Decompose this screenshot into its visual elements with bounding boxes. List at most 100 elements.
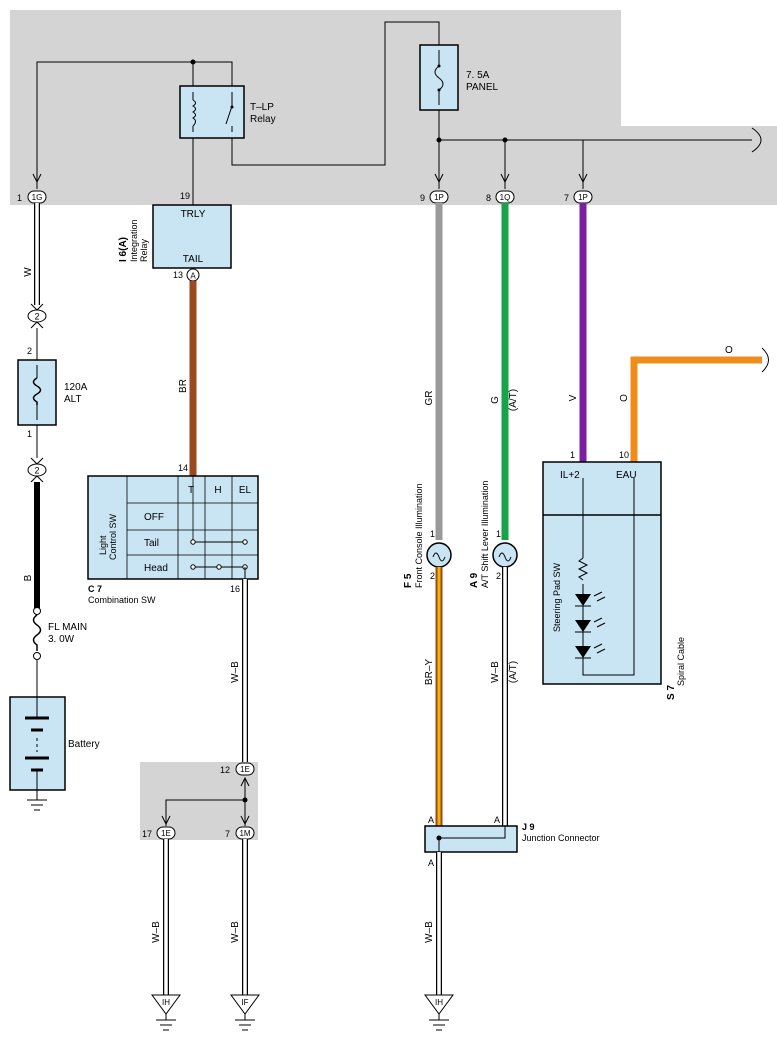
connector-1g: 1G 1 xyxy=(17,190,47,204)
panel-fuse xyxy=(419,44,459,111)
instrument-panel-junction-block xyxy=(10,10,777,205)
integration-relay-pin-top: 19 xyxy=(180,191,190,201)
combination-sw-row-head: Head xyxy=(144,563,168,574)
integration-relay-pin-bottom: 13 xyxy=(173,270,183,280)
arrow-icon xyxy=(32,173,42,184)
svg-text:7: 7 xyxy=(225,829,230,839)
arrow-icon xyxy=(161,815,171,826)
wire-label-wb1: W–B xyxy=(230,661,241,683)
junction-code: J 9 xyxy=(522,822,535,832)
svg-text:2: 2 xyxy=(34,312,39,322)
steering-pad-code: S 7 xyxy=(666,685,677,700)
steering-pad-name: Spiral Cable xyxy=(676,637,686,686)
relay-name: T–LP xyxy=(250,102,274,113)
fusible-link-name: FL MAIN xyxy=(48,622,87,633)
battery-label: Battery xyxy=(68,739,100,750)
wire-label-v: V xyxy=(568,394,579,401)
splice-2a: 2 xyxy=(27,303,47,329)
splice-dot xyxy=(436,137,442,143)
tlp-relay xyxy=(179,85,245,139)
arrow-icon xyxy=(240,815,250,826)
wire-label-b: B xyxy=(23,574,34,581)
combination-sw-inner2: Control SW xyxy=(108,513,118,560)
svg-text:A: A xyxy=(190,272,196,281)
svg-text:IF: IF xyxy=(241,998,248,1007)
arrow-icon xyxy=(434,173,444,184)
splice-dot xyxy=(502,137,508,143)
combination-sw-col-el: EL xyxy=(239,485,252,496)
splice-dot xyxy=(190,59,196,65)
ground-if: IF xyxy=(230,994,260,1031)
svg-text:12: 12 xyxy=(220,765,230,775)
shift-lever-code: A 9 xyxy=(469,572,480,588)
wire-break-mark xyxy=(761,347,769,373)
combination-sw-inner1: Light xyxy=(98,535,108,555)
connector-1e-left: 1E 17 xyxy=(142,826,176,840)
svg-text:IH: IH xyxy=(435,998,443,1007)
junction-pin-right: A xyxy=(494,815,500,825)
arrow-icon xyxy=(500,173,510,184)
front-console-pin1: 1 xyxy=(430,529,435,539)
front-console-pin2: 2 xyxy=(430,571,435,581)
steering-pad-inner: Steering Pad SW xyxy=(552,562,562,632)
junction-name: Junction Connector xyxy=(522,833,600,843)
junction-pin-left: A xyxy=(428,815,434,825)
wire-label-o2: O xyxy=(619,394,630,402)
connector-1p-v: 1P 7 xyxy=(564,190,593,204)
connector-1e-top: 1E 12 xyxy=(220,762,255,776)
svg-text:1E: 1E xyxy=(240,765,250,774)
ground-ih-left: IH xyxy=(151,994,181,1031)
front-console-bulb xyxy=(426,542,452,568)
arrow-icon xyxy=(578,173,588,184)
svg-text:2: 2 xyxy=(34,466,39,476)
integration-relay-name2: Relay xyxy=(139,238,149,262)
svg-text:1P: 1P xyxy=(578,193,588,202)
battery xyxy=(9,696,66,791)
wire-label-br: BR xyxy=(178,379,189,393)
connector-1p-gr: 1P 9 xyxy=(420,190,449,204)
fusible-link-rating: 3. 0W xyxy=(48,634,75,645)
steering-pin-right: 10 xyxy=(619,450,629,460)
combination-sw-name: Combination SW xyxy=(88,595,156,605)
panel-fuse-rating: 7. 5A xyxy=(466,70,490,81)
combination-sw-col-t: T xyxy=(188,485,194,496)
wire-label-wb2: W–B xyxy=(490,661,501,683)
shift-lever-bulb xyxy=(492,542,518,568)
connector-1m: 1M 7 xyxy=(225,826,255,840)
wire-label-w: W xyxy=(23,267,34,277)
fusible-link xyxy=(32,607,42,660)
connector-1q: 1Q 8 xyxy=(486,190,515,204)
combination-sw-pin-in: 14 xyxy=(178,463,188,473)
svg-text:7: 7 xyxy=(564,193,569,203)
shift-lever-name: A/T Shift Lever Illumination xyxy=(480,481,490,588)
svg-text:1G: 1G xyxy=(32,193,43,202)
integration-relay xyxy=(152,204,232,269)
svg-text:17: 17 xyxy=(142,829,152,839)
junction-pin-bottom: A xyxy=(428,858,434,868)
combination-sw-row-off: OFF xyxy=(144,512,164,523)
integration-relay-top: TRLY xyxy=(181,209,206,220)
svg-text:1E: 1E xyxy=(161,829,171,838)
panel-fuse-name: PANEL xyxy=(466,82,498,93)
svg-text:8: 8 xyxy=(486,193,491,203)
wire-break-mark xyxy=(751,127,762,153)
svg-text:IH: IH xyxy=(162,998,170,1007)
svg-text:1M: 1M xyxy=(239,829,250,838)
wire-label-wb5: W–B xyxy=(230,921,241,943)
alt-fuse-rating: 120A xyxy=(64,382,88,393)
shift-lever-pin2: 2 xyxy=(496,571,501,581)
front-console-code: F 5 xyxy=(403,573,414,588)
internal-wiring xyxy=(36,21,752,205)
shift-lever-pin1: 1 xyxy=(496,529,501,539)
alt-fuse-name: ALT xyxy=(64,394,82,405)
integration-relay-name1: Integration xyxy=(129,219,139,262)
wire-label-at1: (A/T) xyxy=(508,389,519,411)
ground-icon xyxy=(27,790,47,811)
combination-sw-code: C 7 xyxy=(88,584,102,594)
splice-dot xyxy=(242,797,248,803)
integration-relay-code: I 6(A) xyxy=(118,237,129,262)
wire-label-wb3: W–B xyxy=(424,921,435,943)
relay-sub: Relay xyxy=(250,114,276,125)
steering-pin-left-label: IL+2 xyxy=(560,470,580,481)
